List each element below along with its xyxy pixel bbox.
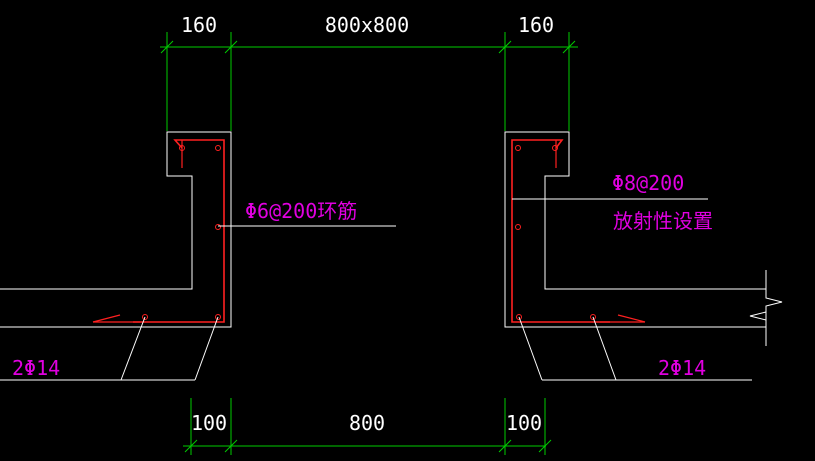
bottom-dim-left-label: 100 bbox=[191, 411, 227, 435]
left-bottom-bars-label: 2Φ14 bbox=[12, 356, 60, 380]
bottom-dim-right-label: 100 bbox=[506, 411, 542, 435]
right-bottom-bars-label: 2Φ14 bbox=[658, 356, 706, 380]
right-wall-outline bbox=[504, 131, 783, 346]
top-dimension-chain: 160 800x800 160 bbox=[160, 13, 578, 131]
right-rebar-dot-2 bbox=[552, 145, 558, 151]
right-rebar-dot-3 bbox=[515, 224, 521, 230]
right-bar-leader-1 bbox=[518, 316, 543, 381]
right-rebar bbox=[511, 139, 646, 323]
left-bar-leader-2 bbox=[194, 316, 219, 381]
annotations: Φ6@200环筋 Φ8@200 放射性设置 2Φ14 2Φ14 bbox=[12, 171, 713, 380]
left-rebar bbox=[92, 139, 225, 323]
left-bar-leader-1 bbox=[120, 316, 146, 381]
top-tick-2 bbox=[224, 40, 238, 54]
left-rebar-dot-2 bbox=[215, 145, 221, 151]
right-bar-leader-2 bbox=[592, 316, 617, 381]
top-dim-right-label: 160 bbox=[518, 13, 554, 37]
top-tick-3 bbox=[498, 40, 512, 54]
top-dim-center-label: 800x800 bbox=[325, 13, 409, 37]
radial-rebar-note: 放射性设置 bbox=[613, 209, 713, 233]
ring-rebar-label: Φ6@200环筋 bbox=[245, 199, 357, 223]
leader-lines bbox=[0, 198, 752, 381]
bottom-tick-2 bbox=[224, 439, 238, 453]
left-rebar-dot-1 bbox=[179, 145, 185, 151]
top-tick-4 bbox=[562, 40, 576, 54]
left-wall-section bbox=[0, 131, 232, 328]
bottom-dimension-chain: 100 800 100 bbox=[183, 398, 552, 455]
left-rebar-dot-5 bbox=[215, 314, 221, 320]
break-symbol bbox=[749, 270, 783, 321]
left-ring-rebar bbox=[133, 139, 225, 323]
right-wall-section bbox=[504, 131, 766, 328]
left-rebar-dot-3 bbox=[215, 224, 221, 230]
top-tick-1 bbox=[160, 40, 174, 54]
bottom-tick-4 bbox=[538, 439, 552, 453]
bottom-tick-1 bbox=[184, 439, 198, 453]
top-dim-left-label: 160 bbox=[181, 13, 217, 37]
right-ring-rebar bbox=[511, 139, 610, 323]
left-rebar-dot-4 bbox=[142, 314, 148, 320]
bottom-tick-3 bbox=[498, 439, 512, 453]
right-rebar-dot-4 bbox=[516, 314, 522, 320]
left-wall-outline bbox=[0, 131, 232, 328]
radial-rebar-label: Φ8@200 bbox=[612, 171, 684, 195]
right-rebar-dot-1 bbox=[515, 145, 521, 151]
left-bottom-bar-end bbox=[92, 314, 121, 323]
bottom-dim-center-label: 800 bbox=[349, 411, 385, 435]
right-rebar-dot-5 bbox=[590, 314, 596, 320]
right-bottom-bar-end bbox=[617, 314, 646, 323]
